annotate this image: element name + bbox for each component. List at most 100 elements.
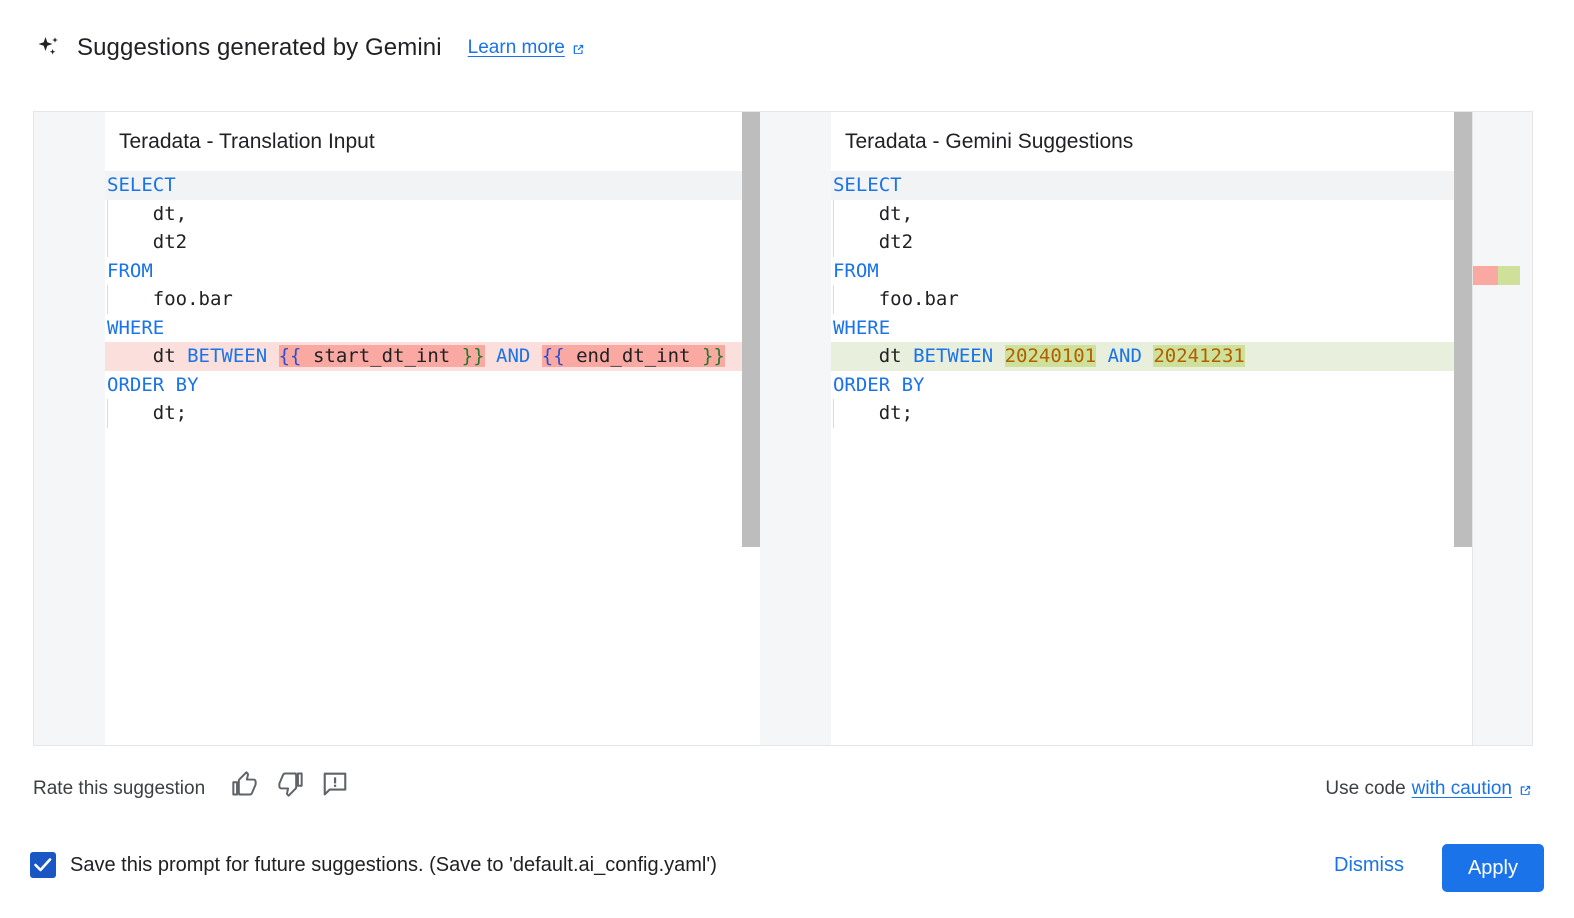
left-gutter-band: [34, 112, 105, 745]
code-token: AND: [1107, 345, 1142, 367]
with-caution-link[interactable]: with caution: [1411, 778, 1512, 799]
left-code-lines[interactable]: 1SELECT2 dt,3 dt24FROM5 foo.bar6WHERE7– …: [105, 171, 760, 428]
code-line[interactable]: 1SELECT: [830, 171, 1472, 200]
code-text: FROM: [105, 257, 153, 286]
code-token: {{: [278, 345, 302, 367]
code-token: [485, 345, 496, 367]
report-icon[interactable]: [321, 770, 349, 798]
left-scrollbar[interactable]: [741, 112, 760, 745]
code-token: ORDER BY: [107, 373, 199, 396]
code-token: SELECT: [832, 174, 902, 196]
rate-label: Rate this suggestion: [33, 778, 206, 799]
code-token: foo.bar: [107, 288, 233, 310]
indent-guide: [107, 199, 108, 228]
code-line[interactable]: 4FROM: [105, 257, 760, 286]
indent-guide: [832, 228, 834, 257]
right-scrollbar[interactable]: [1454, 112, 1472, 745]
code-token: dt;: [107, 402, 188, 424]
pane-translation-input: Teradata - Translation Input 1SELECT2 dt…: [34, 112, 760, 745]
left-pane-title: Teradata - Translation Input: [105, 112, 760, 171]
apply-button[interactable]: Apply: [1441, 844, 1544, 892]
indent-guide: [832, 199, 834, 228]
code-line[interactable]: 8ORDER BY: [831, 371, 1472, 400]
code-text: dt,: [105, 200, 187, 229]
thumb-down-icon[interactable]: [276, 770, 304, 798]
code-text: FROM: [831, 257, 879, 286]
learn-more-link[interactable]: Learn more: [468, 37, 586, 59]
code-line[interactable]: 7+ dt BETWEEN 20240101 AND 20241231: [830, 342, 1472, 371]
code-line[interactable]: 5 foo.bar: [831, 285, 1472, 314]
code-line[interactable]: 2 dt,: [105, 199, 760, 229]
code-token: 20241231: [1153, 345, 1245, 367]
code-text: dt;: [831, 399, 913, 428]
indent-guide: [832, 285, 834, 314]
sparkle-icon: [33, 33, 63, 63]
code-line[interactable]: 6WHERE: [105, 314, 760, 343]
use-code-prefix: Use code: [1325, 778, 1406, 799]
external-link-icon: [571, 41, 586, 56]
overview-ruler[interactable]: [1472, 112, 1532, 745]
code-text: ORDER BY: [831, 371, 925, 400]
code-text: WHERE: [831, 314, 890, 343]
code-token: dt: [832, 345, 914, 367]
code-token: BETWEEN: [187, 345, 268, 367]
code-token: BETWEEN: [913, 345, 994, 367]
code-token: SELECT: [107, 174, 176, 196]
code-token: FROM: [832, 259, 879, 282]
code-text: dt2: [831, 228, 913, 257]
header: Suggestions generated by Gemini Learn mo…: [33, 26, 586, 70]
right-code-lines[interactable]: 1SELECT2 dt,3 dt24FROM5 foo.bar6WHERE7+ …: [830, 171, 1472, 428]
code-line[interactable]: 9 dt;: [105, 399, 760, 428]
code-text: ORDER BY: [105, 371, 199, 400]
code-token: dt;: [832, 402, 914, 424]
rate-icon-group: [231, 770, 349, 798]
code-token: }}: [461, 345, 485, 367]
code-token: [993, 345, 1004, 367]
code-text: dt BETWEEN {{ start_dt_int }} AND {{ end…: [105, 342, 725, 371]
code-line[interactable]: 9 dt;: [831, 399, 1472, 428]
learn-more-label: Learn more: [467, 37, 565, 58]
save-prompt-checkbox[interactable]: [30, 852, 56, 878]
code-line[interactable]: 8ORDER BY: [105, 371, 760, 400]
pane-gemini-suggestions: Teradata - Gemini Suggestions 1SELECT2 d…: [759, 112, 1472, 745]
code-text: SELECT: [105, 171, 176, 200]
code-line[interactable]: 5 foo.bar: [105, 285, 760, 314]
indent-guide: [107, 399, 108, 428]
save-prompt-group: Save this prompt for future suggestions.…: [30, 852, 717, 878]
code-line[interactable]: 6WHERE: [831, 314, 1472, 343]
code-token: FROM: [107, 259, 153, 282]
code-token: 20240101: [1004, 345, 1097, 367]
code-text: dt;: [105, 399, 187, 428]
indent-guide: [832, 399, 834, 428]
right-scrollbar-thumb[interactable]: [1454, 112, 1472, 547]
code-text: foo.bar: [105, 285, 233, 314]
code-token: foo.bar: [832, 288, 959, 310]
code-token: dt2: [832, 231, 914, 253]
dismiss-button[interactable]: Dismiss: [1334, 854, 1404, 876]
use-code-caution: Use code with caution: [1325, 778, 1533, 800]
right-pane-title: Teradata - Gemini Suggestions: [830, 112, 1472, 171]
code-token: start_dt_int: [301, 345, 462, 367]
code-line[interactable]: 7– dt BETWEEN {{ start_dt_int }} AND {{ …: [105, 342, 760, 371]
left-scrollbar-thumb[interactable]: [741, 112, 760, 547]
right-gutter-band: [759, 112, 831, 745]
code-line[interactable]: 4FROM: [831, 257, 1472, 286]
code-token: [1142, 345, 1153, 367]
feedback-row: Rate this suggestion: [33, 770, 1533, 810]
footer-row: Save this prompt for future suggestions.…: [0, 838, 1574, 908]
diff-editor: Teradata - Translation Input 1SELECT2 dt…: [33, 111, 1533, 746]
code-token: dt2: [107, 231, 188, 253]
code-line[interactable]: 1SELECT: [105, 171, 760, 200]
code-token: AND: [496, 345, 531, 367]
thumb-up-icon[interactable]: [231, 770, 259, 798]
code-token: [1096, 345, 1107, 367]
code-text: dt,: [831, 200, 913, 229]
right-code-column[interactable]: Teradata - Gemini Suggestions 1SELECT2 d…: [830, 112, 1472, 745]
code-text: SELECT: [831, 171, 902, 200]
code-token: [267, 345, 278, 367]
left-code-column[interactable]: Teradata - Translation Input 1SELECT2 dt…: [105, 112, 760, 745]
code-line[interactable]: 3 dt2: [831, 228, 1472, 257]
indent-guide: [107, 228, 108, 257]
code-line[interactable]: 2 dt,: [831, 199, 1472, 229]
code-line[interactable]: 3 dt2: [105, 228, 760, 257]
